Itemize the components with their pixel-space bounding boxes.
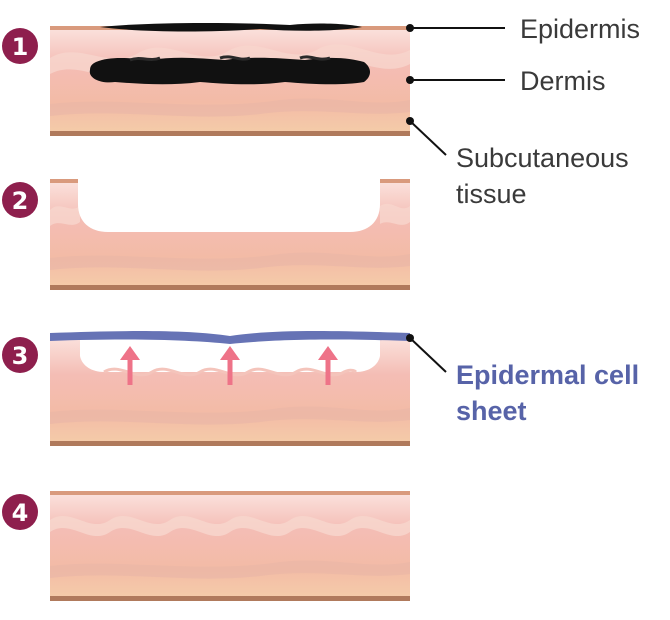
panel-3: 3 [2, 331, 410, 446]
fat-streak-4 [50, 560, 410, 579]
up-arrow-icon [120, 346, 140, 385]
subcutaneous-callout: Subcutaneous tissue [406, 117, 629, 209]
epidermis-label: Epidermis [520, 14, 640, 44]
subcutaneous-base-3 [50, 441, 410, 446]
wound-area [89, 57, 370, 85]
subcutaneous-base-4 [50, 596, 410, 601]
panel-2: 2 [2, 179, 410, 290]
migration-arrows [120, 346, 338, 385]
subcutaneous-label: Subcutaneous [456, 143, 629, 173]
step-3-badge: 3 [2, 337, 38, 373]
cell-sheet-label: Epidermal cell [456, 360, 639, 390]
regrowth-bumps [103, 367, 358, 377]
fat-streak-3 [50, 406, 410, 425]
epidermis-callout: Epidermis [406, 14, 640, 44]
panel-1: 1 [2, 22, 410, 136]
wound-cavity [78, 180, 380, 232]
fat-streak-2 [50, 252, 410, 271]
panel-4: 4 [2, 491, 410, 601]
step-1-badge: 1 [2, 28, 38, 64]
step-2-badge: 2 [2, 182, 38, 218]
up-arrow-icon [318, 346, 338, 385]
svg-text:4: 4 [12, 499, 29, 527]
healed-dermis-wave [50, 515, 410, 537]
svg-text:1: 1 [12, 33, 29, 61]
wound-texture [129, 55, 331, 62]
subcutaneous-base-2 [50, 285, 410, 290]
epidermis-edge-right [380, 179, 410, 183]
fat-streak-1 [50, 98, 410, 117]
svg-text:3: 3 [12, 342, 29, 370]
cell-sheet-callout: Epidermal cell sheet [406, 334, 639, 426]
svg-text:2: 2 [12, 187, 29, 215]
dermis-callout: Dermis [406, 66, 606, 96]
subcutaneous-label-line2: tissue [456, 179, 527, 209]
epidermal-cell-sheet [50, 331, 410, 344]
callouts: Epidermis Dermis Subcutaneous tissue Epi… [406, 14, 640, 426]
subcutaneous-base-1 [50, 131, 410, 136]
cell-sheet-label-line2: sheet [456, 396, 527, 426]
dermis-label: Dermis [520, 66, 606, 96]
epidermis-layer-4 [50, 491, 410, 495]
epidermis-scar-mark [100, 22, 362, 32]
up-arrow-icon [220, 346, 240, 385]
skin-block-4 [50, 492, 410, 600]
epidermis-edge-left [50, 179, 78, 183]
step-4-badge: 4 [2, 494, 38, 530]
